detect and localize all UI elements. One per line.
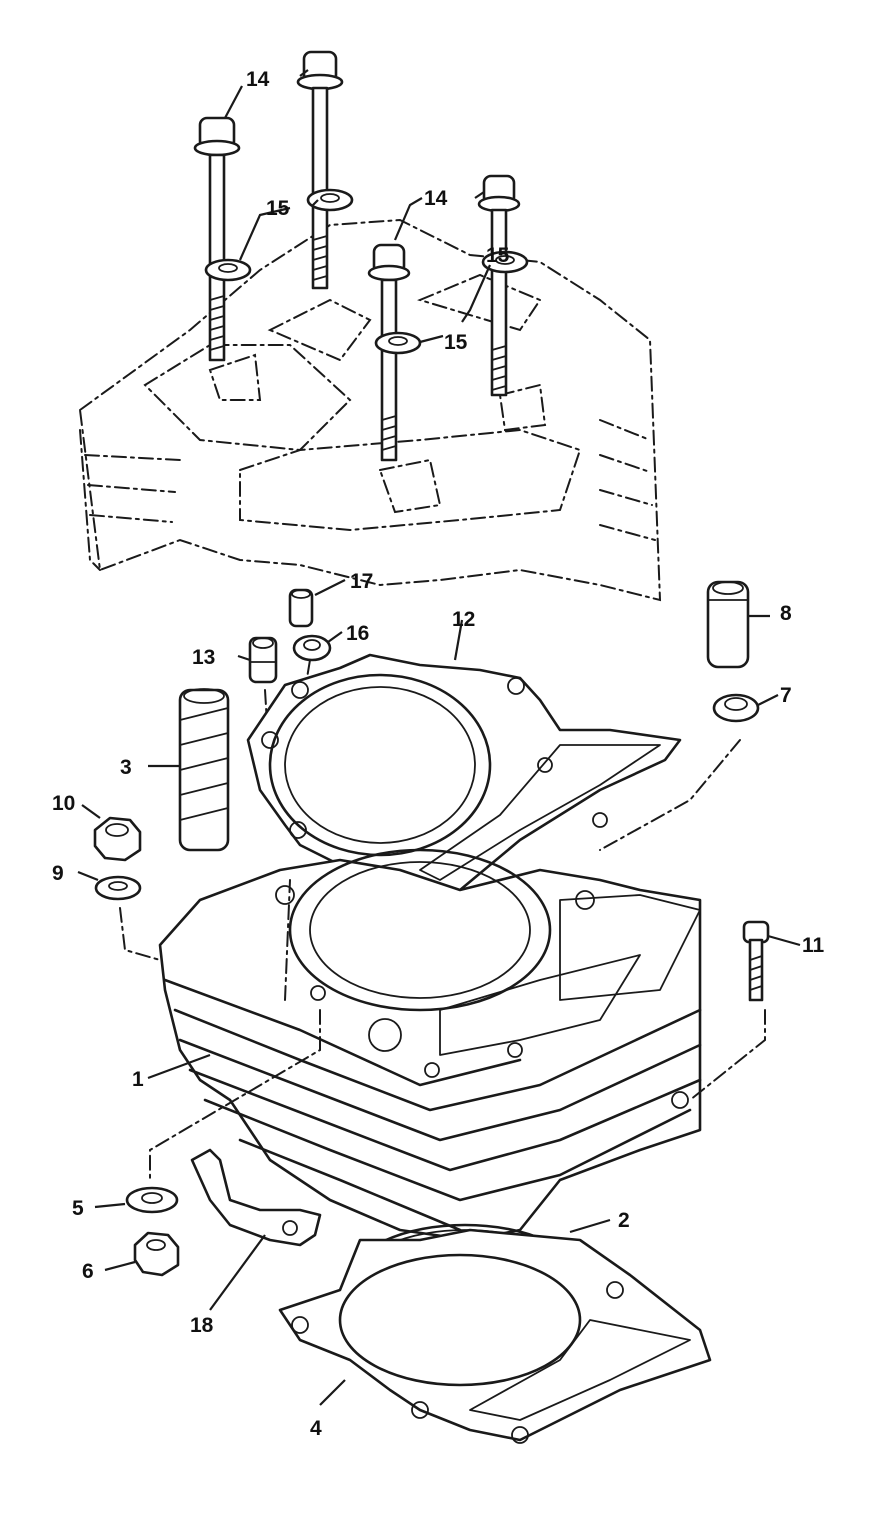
callout-14-right: 14 [424, 187, 448, 210]
washer-5 [125, 1186, 179, 1214]
callout-17: 17 [350, 570, 373, 593]
callout-5: 5 [72, 1197, 84, 1220]
bracket-18 [190, 1148, 322, 1247]
callout-15-far-right: 15 [486, 244, 510, 267]
washer-9 [94, 875, 142, 901]
head-bolt-center [367, 243, 411, 462]
dowel-pin-13 [248, 636, 278, 684]
washer-center [374, 331, 422, 355]
nut-6 [133, 1231, 180, 1277]
cylinder-head [78, 218, 662, 602]
callout-12: 12 [452, 608, 475, 631]
washer-left [204, 258, 252, 282]
callout-7: 7 [780, 684, 792, 707]
stud-3 [178, 688, 230, 852]
callout-13: 13 [192, 646, 215, 669]
head-bolt-right [477, 174, 521, 397]
callout-2: 2 [618, 1209, 630, 1232]
washer-right [481, 250, 529, 274]
callout-18: 18 [190, 1314, 214, 1337]
cylinder-block-1 [158, 848, 702, 1242]
callout-15-left: 15 [266, 197, 290, 220]
callout-15-right: 15 [444, 331, 468, 354]
head-bolt-left [193, 116, 241, 362]
callout-1: 1 [132, 1068, 144, 1091]
base-gasket-4 [278, 1228, 712, 1444]
callout-11: 11 [802, 934, 825, 957]
dowel-8 [706, 580, 750, 669]
leader-lines [77, 69, 801, 1406]
head-bolt-top [296, 50, 344, 290]
callout-10: 10 [52, 792, 75, 815]
callout-14-top: 14 [246, 68, 270, 91]
callout-labels: 14 15 14 15 15 17 16 12 13 3 10 9 8 7 11… [52, 68, 825, 1440]
o-ring-7 [712, 693, 760, 723]
callout-9: 9 [52, 862, 64, 885]
callout-8: 8 [780, 602, 792, 625]
callout-6: 6 [82, 1260, 94, 1283]
nut-10 [93, 816, 142, 862]
callout-4: 4 [310, 1417, 322, 1440]
dowel-pin-17 [288, 588, 314, 628]
callout-16: 16 [346, 622, 369, 645]
washer-top [306, 188, 354, 212]
bolt-11 [742, 920, 770, 1002]
callout-3: 3 [120, 756, 132, 779]
o-ring-16 [292, 634, 332, 662]
